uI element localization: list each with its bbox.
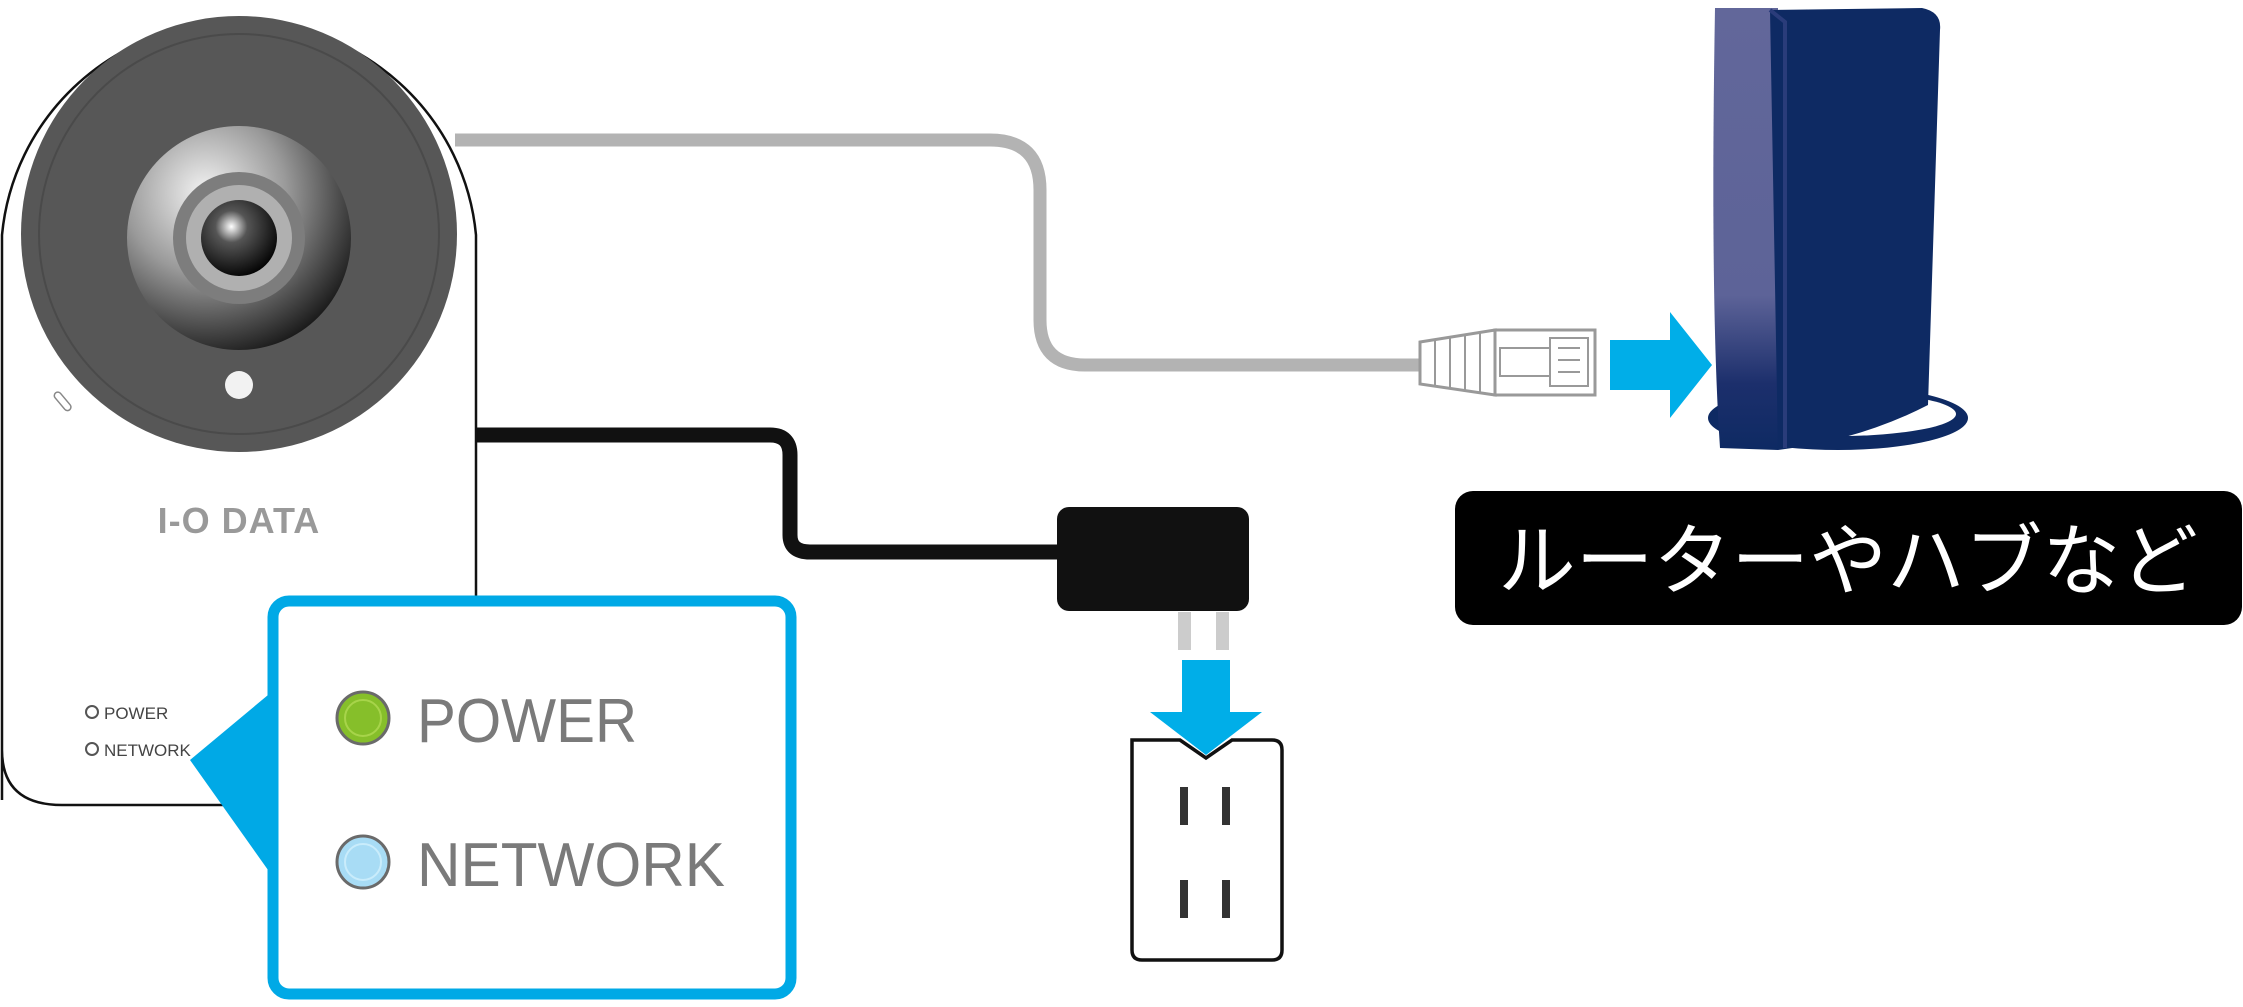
callout-frame	[267, 595, 797, 1000]
brand-logo: I-O DATA	[158, 500, 321, 541]
router-body-side	[1770, 8, 1941, 450]
router-edge	[1768, 8, 1787, 448]
power-cable	[470, 427, 1060, 560]
adapter-prong-right	[1216, 612, 1229, 650]
outlet-slot	[1180, 880, 1188, 918]
outlet-arrow	[1150, 660, 1262, 755]
outlet-slot	[1222, 787, 1230, 825]
router-arrow	[1610, 312, 1712, 418]
outlet-slot	[1180, 787, 1188, 825]
power-indicator-label: POWER	[417, 687, 637, 756]
router-label-text: ルーターやハブなど	[1498, 517, 2198, 607]
callout-pointer	[190, 695, 268, 870]
power-indicator-glow	[344, 699, 382, 737]
outlet-frame	[1130, 738, 1284, 962]
router-body-front	[1713, 8, 1778, 450]
adapter-body	[1057, 507, 1249, 611]
camera: I-O DATA POWER NETWORK	[0, 16, 478, 807]
power-led	[85, 705, 99, 719]
wall-outlet	[1130, 738, 1284, 962]
lan-connector	[1418, 328, 1597, 397]
sensor-dot	[225, 371, 253, 399]
router	[1708, 8, 1968, 450]
ac-adapter	[1057, 507, 1249, 650]
router-label-bg	[1455, 491, 2242, 625]
lan-cable	[455, 133, 1420, 372]
router-label-box: ルーターやハブなど	[1455, 491, 2242, 625]
network-indicator-label: NETWORK	[417, 831, 725, 900]
connector-boot	[1418, 328, 1497, 397]
indicator-callout: POWER NETWORK	[267, 595, 797, 1000]
power-led-label: POWER	[104, 704, 168, 723]
camera-face-inner	[38, 33, 440, 435]
network-led-label: NETWORK	[104, 741, 192, 760]
adapter-prong-left	[1178, 612, 1191, 650]
network-indicator-glow	[344, 843, 382, 881]
network-led	[85, 742, 99, 756]
mic-slot	[53, 391, 72, 412]
outlet-slot	[1222, 880, 1230, 918]
lens-glass	[201, 200, 277, 276]
